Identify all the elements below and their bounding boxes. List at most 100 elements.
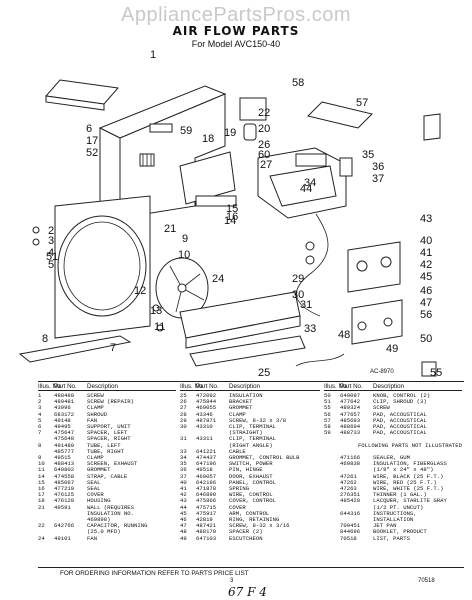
callout-24: 24 <box>212 273 224 285</box>
part-55-screw <box>421 361 437 377</box>
callout-49: 49 <box>386 343 398 355</box>
callout-3: 3 <box>48 235 54 247</box>
part-number: 43311 <box>196 435 213 443</box>
part-number: 488480 <box>54 392 75 399</box>
part-number: 489324 <box>340 404 361 412</box>
part-number: 474558 <box>54 472 75 480</box>
part-description: SWITCH, POWER <box>229 460 273 468</box>
callout-6: 6 <box>86 123 92 135</box>
part-description: (RIGHT ANGLE) <box>229 441 273 449</box>
callout-48: 48 <box>338 329 350 341</box>
parts-column-header: Illus. No. Part No. Description <box>324 383 462 391</box>
part-35-switch <box>339 157 353 177</box>
part-description: CLIP, TERMINAL <box>229 423 276 431</box>
illus-number: 15 <box>38 478 45 486</box>
illus-number: 28 <box>180 410 187 418</box>
illus-number: 51 <box>324 398 331 406</box>
part-description: SPACER, LEFT <box>87 429 128 437</box>
callout-52: 52 <box>86 147 98 159</box>
callout-41: 41 <box>420 247 432 259</box>
illus-number: 9 <box>38 454 42 462</box>
part-number: 43310 <box>196 423 213 431</box>
callout-58: 58 <box>292 77 304 89</box>
part-description: FOLLOWING PARTS NOT ILLUSTRATED <box>357 441 462 449</box>
part-description: PANEL, CONTROL <box>229 478 276 486</box>
part-number: 477642 <box>340 398 361 406</box>
part-number: 471878 <box>196 485 217 493</box>
part-number: 709451 <box>340 522 361 530</box>
illus-number: 2 <box>38 398 42 406</box>
part-number: 469055 <box>196 404 217 412</box>
page-subtitle: For Model AVC150-40 <box>191 39 281 49</box>
illus-number: 1 <box>38 392 42 399</box>
illus-number: 7 <box>38 429 42 437</box>
page-title: AIR FLOW PARTS <box>172 24 300 38</box>
callout-37: 37 <box>372 173 384 185</box>
part-number: 477219 <box>54 485 75 493</box>
drawing-id-label: AC-8970 <box>370 369 394 375</box>
part-description: CABLE <box>229 447 246 455</box>
part-number: 488170 <box>196 528 217 536</box>
part-base-pan-edge <box>185 315 301 349</box>
part-49-escutcheon <box>351 299 403 345</box>
part-number: 43346 <box>196 410 213 418</box>
part-number: 642196 <box>196 478 217 486</box>
part-description: SEAL <box>87 478 101 486</box>
document-number: 70518 <box>418 578 435 584</box>
part-description: COVER <box>87 491 104 499</box>
part-description: COVER, CONTROL <box>229 497 276 505</box>
callout-5: 5 <box>48 259 54 271</box>
part-number: 276351 <box>340 491 361 499</box>
parts-row: 9 49515 CLAMP <box>38 454 176 462</box>
ordering-footer: FOR ORDERING INFORMATION REFER TO PARTS … <box>60 570 249 577</box>
part-description: INSULATION, FIBERGLASS <box>373 460 447 468</box>
part-description: CLAMP <box>87 454 104 462</box>
part-description: SCREW <box>373 404 390 412</box>
parts-row: (RIGHT ANGLE) <box>180 441 320 449</box>
part-number: 487421 <box>196 522 217 530</box>
part-3-clamp <box>32 238 40 246</box>
illus-number: 50 <box>324 392 331 399</box>
part-58-pad <box>239 97 267 121</box>
callout-46: 46 <box>420 285 432 297</box>
part-number: 49148 <box>54 416 71 424</box>
callout-45: 45 <box>420 271 432 283</box>
part-description: LIST, PARTS <box>373 534 410 542</box>
illus-number: 43 <box>180 497 187 505</box>
part-number: 644316 <box>340 509 361 517</box>
parts-row: 469898) <box>38 516 176 523</box>
callout-1: 1 <box>150 49 156 61</box>
callout-55: 55 <box>430 367 442 379</box>
parts-row: (1/8" x 24" x 48") <box>324 467 462 473</box>
part-description: LACQUER, STARLITE GRAY <box>373 497 447 505</box>
part-number: 49515 <box>54 454 71 462</box>
part-description: CAPACITOR, RUNNING <box>87 522 148 530</box>
part-knob <box>356 260 368 272</box>
part-description: DOOR, EXHAUST <box>229 472 273 480</box>
part-description: GROMMET <box>87 466 111 474</box>
part-number: 489481 <box>54 398 75 406</box>
illus-number: 10 <box>38 460 45 468</box>
illus-number <box>324 536 340 542</box>
part-description: SCREEN, EXHAUST <box>87 460 138 468</box>
part-number: 488694 <box>340 423 361 431</box>
watermark: AppliancePartsPros.com <box>121 4 351 26</box>
